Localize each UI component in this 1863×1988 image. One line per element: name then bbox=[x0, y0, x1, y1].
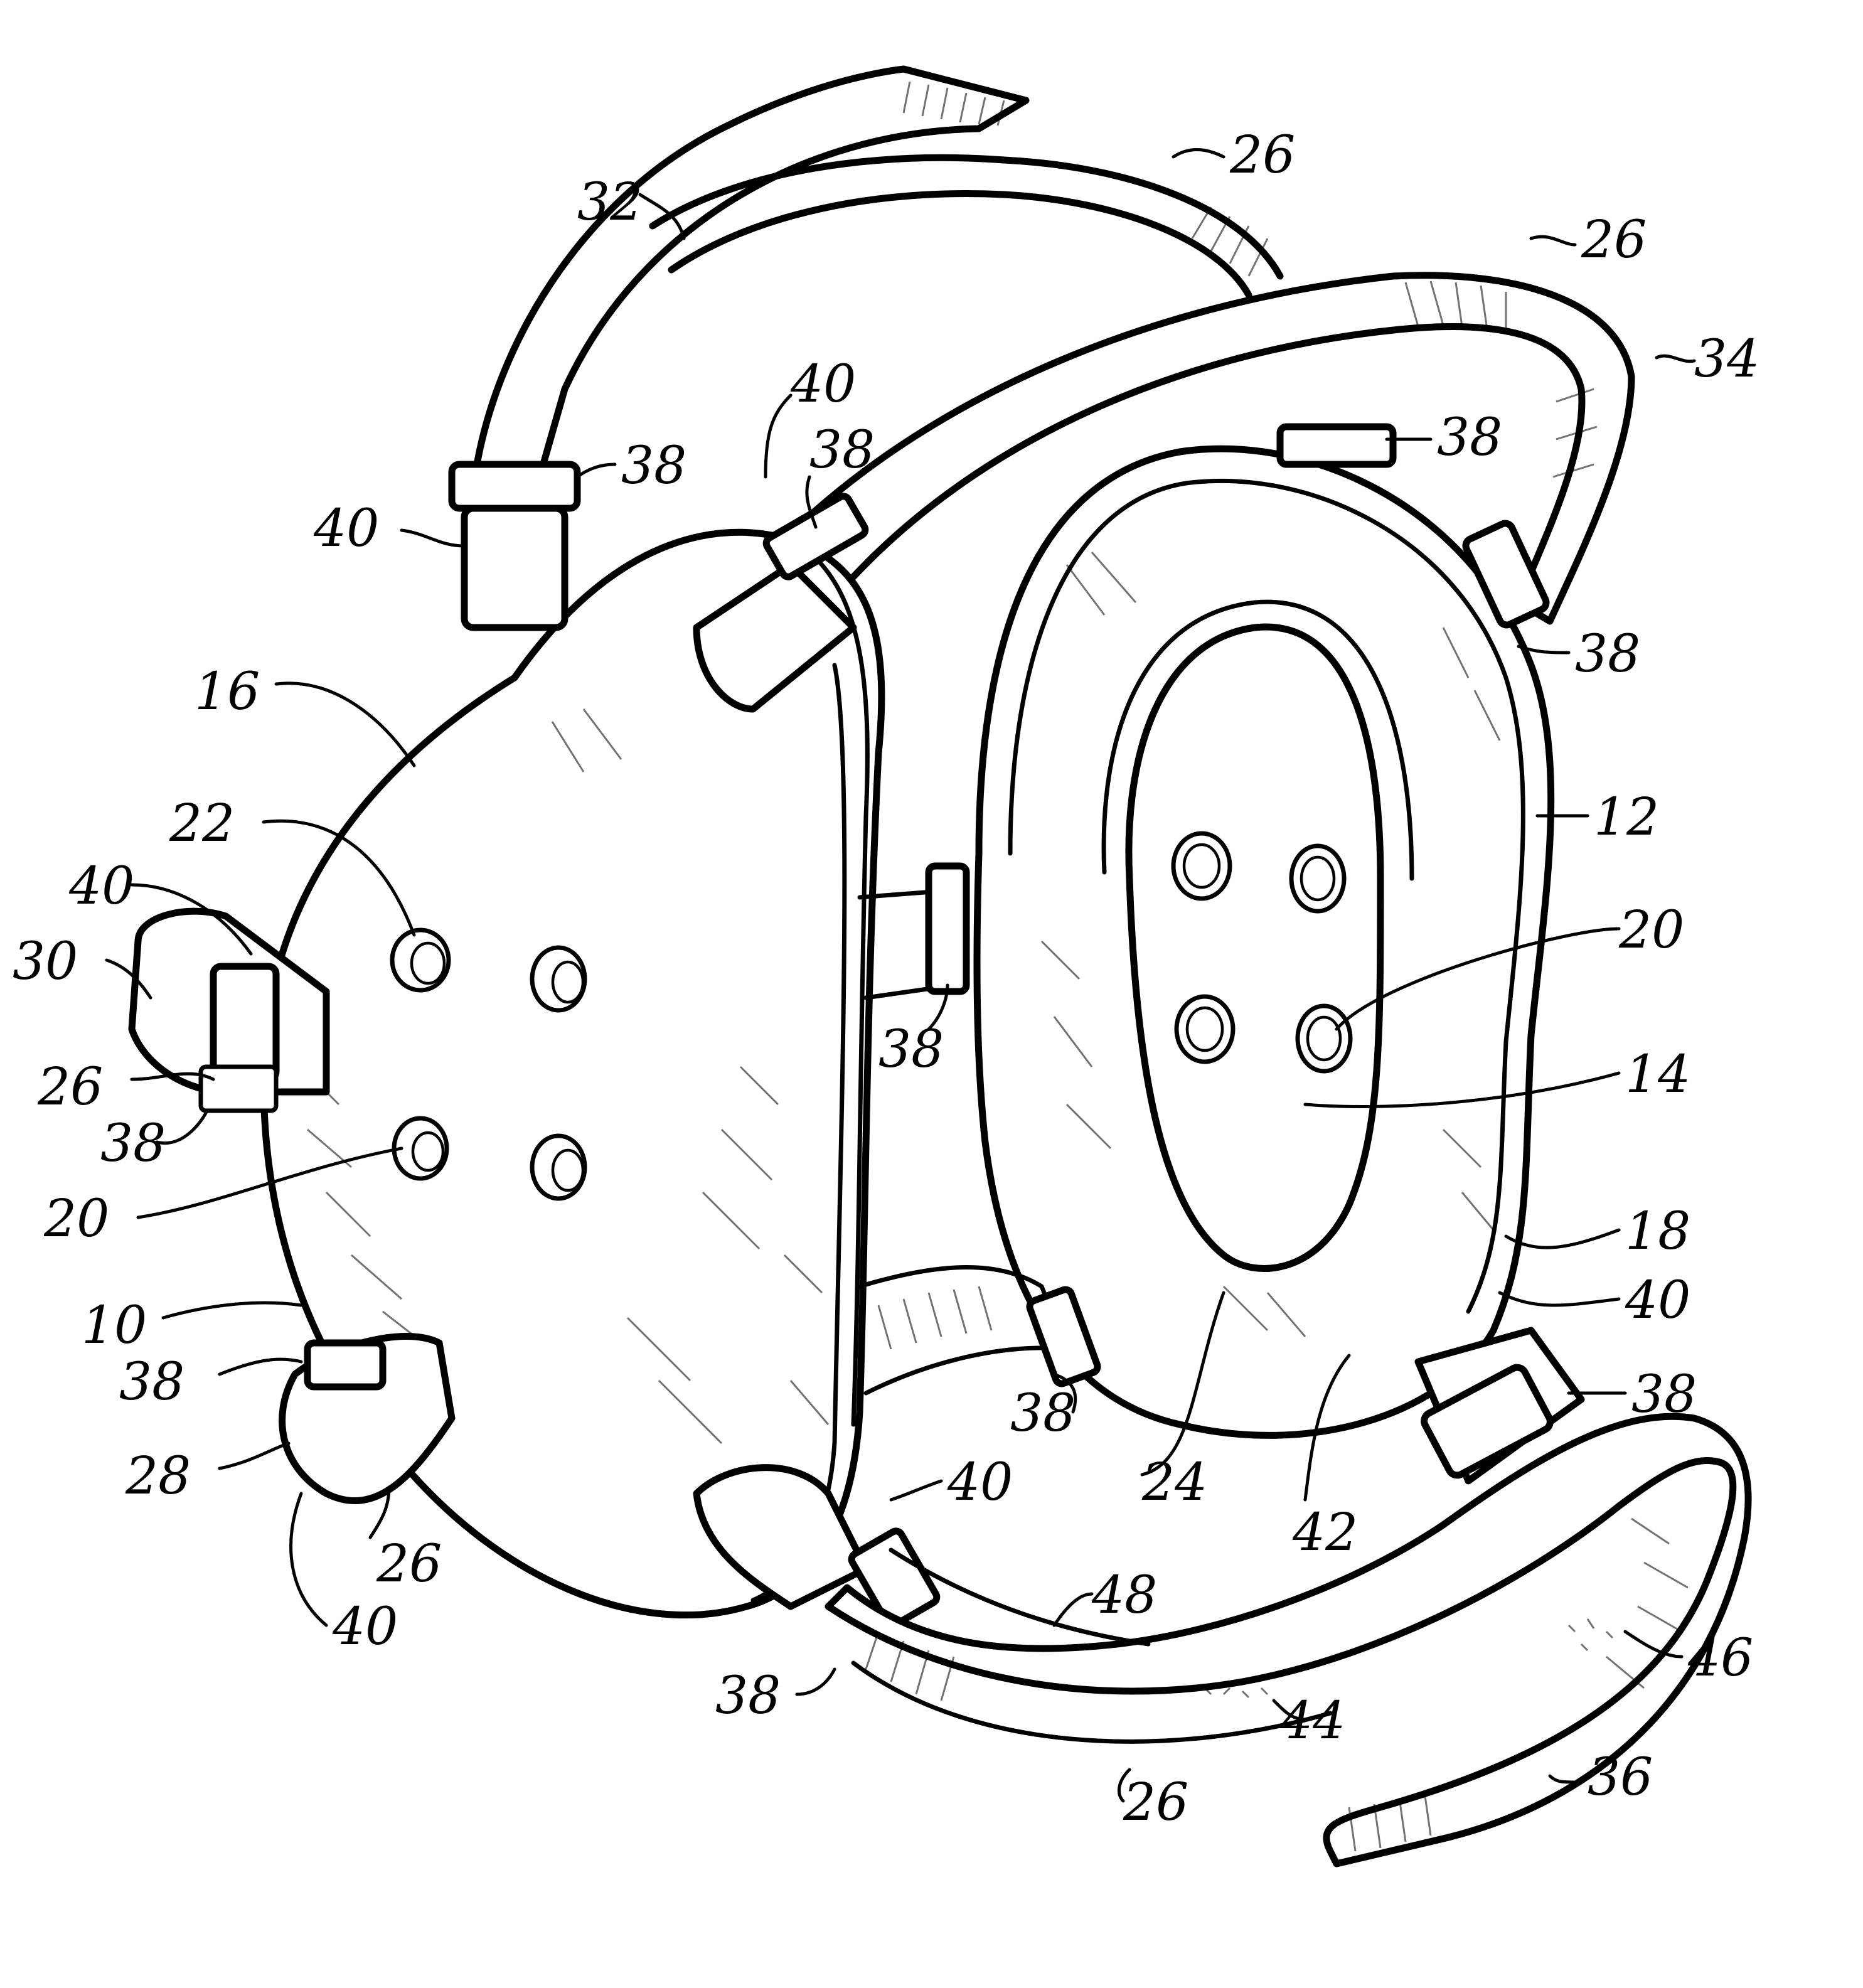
label-40-lower-left: 40 bbox=[332, 1597, 398, 1657]
label-36: 36 bbox=[1588, 1748, 1653, 1807]
rear-strap-26-top bbox=[649, 154, 1284, 299]
label-38-bottom-left: 38 bbox=[715, 1666, 781, 1726]
label-26-right: 26 bbox=[1581, 210, 1647, 270]
label-40-right-lower: 40 bbox=[1625, 1271, 1690, 1330]
label-20-left: 20 bbox=[43, 1189, 109, 1249]
label-26-top: 26 bbox=[1229, 126, 1295, 185]
label-26-lower-left: 26 bbox=[376, 1534, 442, 1594]
label-20-right: 20 bbox=[1618, 900, 1684, 960]
label-44: 44 bbox=[1279, 1691, 1345, 1751]
label-40-left: 40 bbox=[68, 857, 134, 916]
label-38-right-lower: 38 bbox=[1631, 1365, 1697, 1424]
reference-numerals: 32 26 26 34 40 38 40 38 40 38 38 16 22 4… bbox=[13, 126, 1759, 1832]
label-38-upper-right: 38 bbox=[1437, 408, 1502, 468]
label-38-bottom-center: 38 bbox=[1010, 1384, 1076, 1443]
label-38-left: 38 bbox=[100, 1114, 166, 1173]
buckles bbox=[128, 423, 1585, 1629]
label-26-left: 26 bbox=[37, 1057, 103, 1117]
label-38-upper-left: 38 bbox=[621, 436, 686, 496]
label-42: 42 bbox=[1292, 1503, 1358, 1563]
label-38-upper-center: 38 bbox=[809, 420, 875, 480]
strap-48 bbox=[889, 1547, 1151, 1647]
label-48: 48 bbox=[1091, 1566, 1157, 1625]
label-40-upper-left: 40 bbox=[313, 499, 379, 558]
label-46: 46 bbox=[1687, 1628, 1753, 1688]
label-34: 34 bbox=[1694, 329, 1759, 389]
top-strap-32 bbox=[473, 65, 1030, 481]
label-12: 12 bbox=[1594, 788, 1659, 847]
label-24: 24 bbox=[1141, 1453, 1207, 1512]
label-32: 32 bbox=[577, 173, 643, 232]
front-strap-34 bbox=[787, 272, 1635, 625]
chin-strap-36 bbox=[825, 1413, 1752, 1868]
label-16: 16 bbox=[195, 662, 260, 722]
label-26-bottom: 26 bbox=[1123, 1773, 1188, 1832]
label-40-bottom: 40 bbox=[947, 1453, 1013, 1512]
label-10: 10 bbox=[82, 1296, 147, 1355]
label-18: 18 bbox=[1625, 1202, 1690, 1261]
label-22: 22 bbox=[169, 794, 235, 853]
label-28: 28 bbox=[125, 1446, 191, 1506]
label-38-right-side: 38 bbox=[1575, 624, 1640, 684]
label-40-upper-center: 40 bbox=[790, 355, 856, 414]
leader-lines bbox=[105, 147, 1696, 1803]
label-38-middle: 38 bbox=[878, 1020, 944, 1079]
label-30: 30 bbox=[13, 932, 78, 991]
right-ear-cup-12 bbox=[973, 445, 1555, 1439]
label-14: 14 bbox=[1625, 1045, 1690, 1104]
label-38-lower-left: 38 bbox=[119, 1352, 184, 1412]
